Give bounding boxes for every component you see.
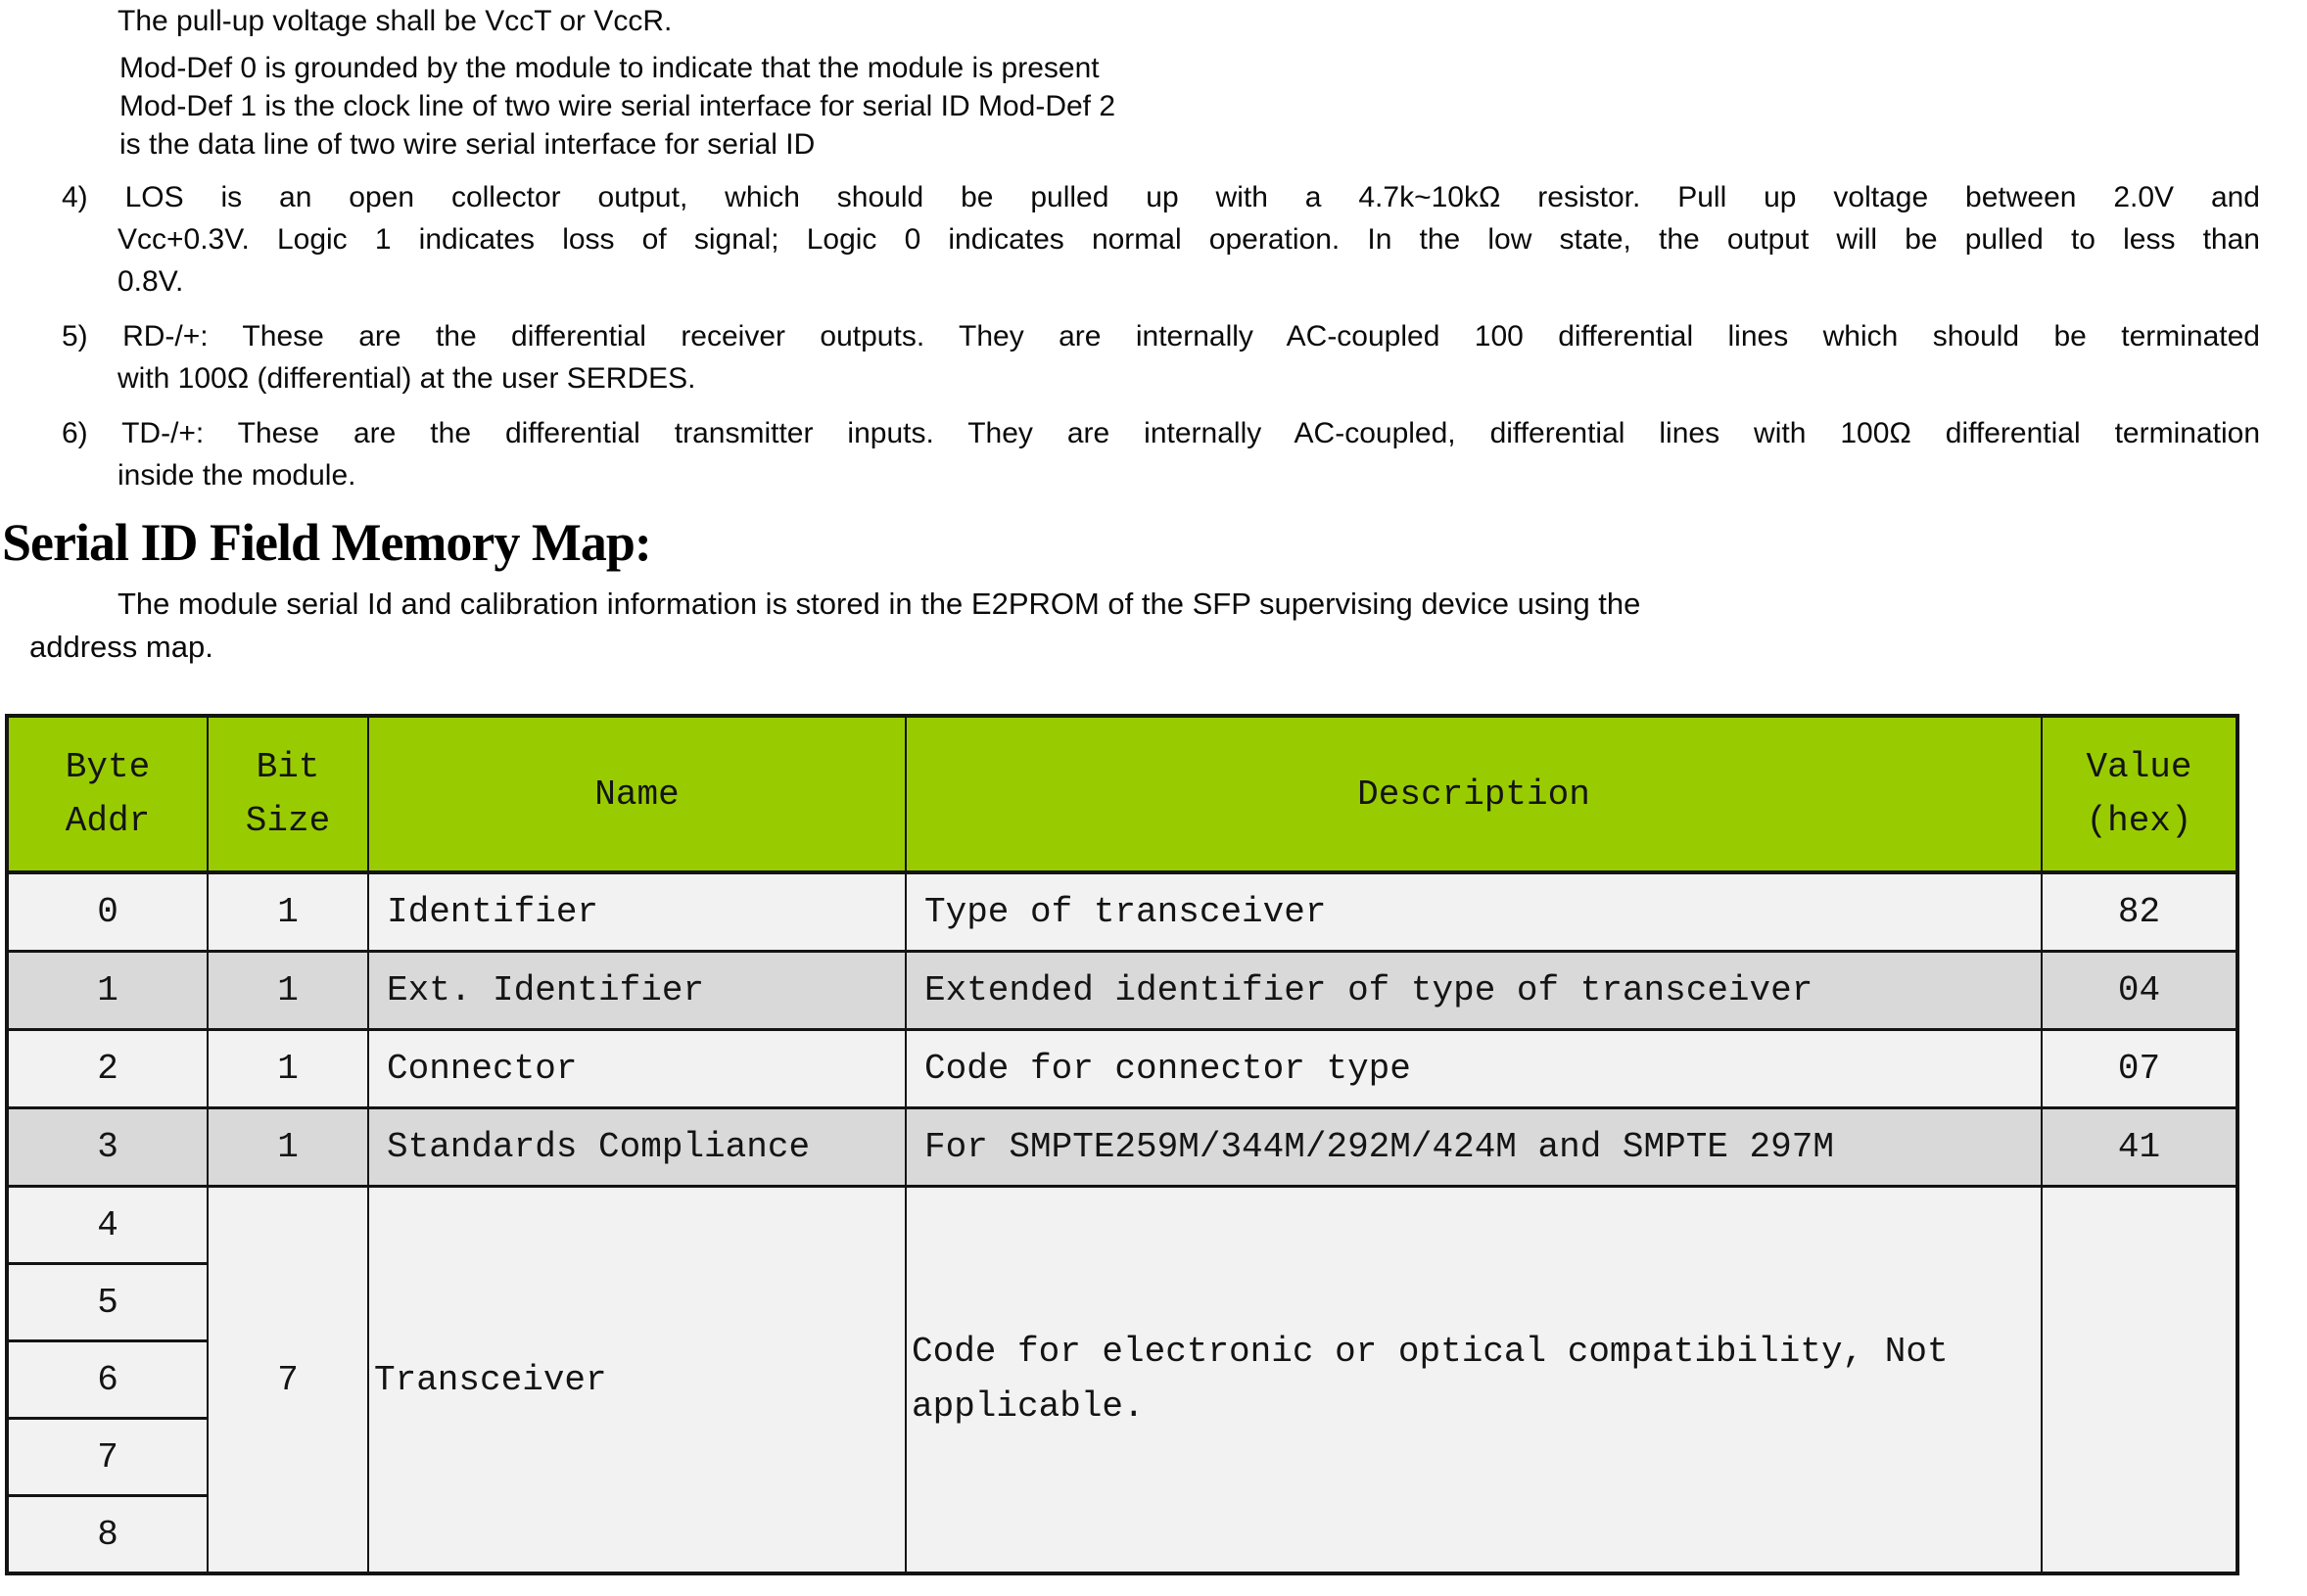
note-item-4-los: 4) LOS is an open collector output, whic… (0, 176, 2260, 303)
table-row: 1 1 Ext. Identifier Extended identifier … (6, 950, 2238, 1031)
notes-section: The pull-up voltage shall be VccT or Vcc… (0, 0, 2307, 496)
table-row: 4 7 Transceiver Code for electronic or o… (6, 1185, 2238, 1575)
text-line: 0.8V. (118, 265, 184, 298)
cell-bit-size: 1 (207, 1028, 369, 1109)
cell-byte-addr: 8 (6, 1494, 209, 1575)
cell-byte-addr: 1 (6, 950, 209, 1031)
cell-bit-size-merged: 7 (207, 1185, 369, 1575)
cell-byte-addr: 6 (6, 1339, 209, 1420)
cell-name: Standards Compliance (367, 1106, 907, 1188)
col-header-byte-addr: Byte Addr (6, 714, 209, 874)
cell-description: For SMPTE259M/344M/292M/424M and SMPTE 2… (905, 1106, 2043, 1188)
cell-name: Ext. Identifier (367, 950, 907, 1031)
text-line: with 100Ω (differential) at the user SER… (118, 362, 696, 395)
text-line: Mod-Def 0 is grounded by the module to i… (119, 52, 1100, 84)
cell-value: 82 (2041, 870, 2238, 953)
cell-byte-addr: 3 (6, 1106, 209, 1188)
cell-description: Code for connector type (905, 1028, 2043, 1109)
note-moddef-block: Mod-Def 0 is grounded by the module to i… (119, 49, 2260, 164)
table-row: 6 (6, 1339, 2237, 1420)
table-row: 0 1 Identifier Type of transceiver 82 (6, 870, 2238, 953)
cell-byte-addr: 7 (6, 1417, 209, 1497)
intro-paragraph: The module serial Id and calibration inf… (0, 583, 2307, 669)
table-row: 3 1 Standards Compliance For SMPTE259M/3… (6, 1106, 2238, 1188)
table-row: 5 (6, 1262, 2237, 1342)
text-line: The module serial Id and calibration inf… (118, 587, 1641, 621)
text-line: Vcc+0.3V. Logic 1 indicates loss of sign… (118, 223, 2260, 256)
cell-value-merged (2041, 1185, 2238, 1575)
text-line: 5) RD-/+: These are the differential rec… (62, 320, 2260, 352)
cell-description: Extended identifier of type of transceiv… (905, 950, 2043, 1031)
cell-description: Type of transceiver (905, 870, 2043, 953)
cell-value: 41 (2041, 1106, 2238, 1188)
note-item-6-td: 6) TD-/+: These are the differential tra… (0, 412, 2260, 496)
section-title: Serial ID Field Memory Map: (2, 513, 652, 572)
text-line: 6) TD-/+: These are the differential tra… (62, 417, 2260, 449)
table-header-row: Byte Addr Bit Size Name Description Valu… (6, 714, 2238, 874)
cell-bit-size: 1 (207, 950, 369, 1031)
col-header-bit-size: Bit Size (207, 714, 369, 874)
cell-byte-addr: 5 (6, 1262, 209, 1342)
cell-value: 07 (2041, 1028, 2238, 1109)
text-line: 4) LOS is an open collector output, whic… (62, 181, 2260, 213)
text-line: Mod-Def 1 is the clock line of two wire … (119, 90, 1116, 122)
cell-name-merged: Transceiver (367, 1185, 907, 1575)
col-header-description: Description (905, 714, 2043, 874)
col-header-value-hex: Value (hex) (2041, 714, 2238, 874)
text-line: address map. (29, 630, 213, 664)
table-row: 8 (6, 1494, 2237, 1575)
col-header-name: Name (367, 714, 907, 874)
text-line: is the data line of two wire serial inte… (119, 128, 816, 161)
note-pullup-voltage: The pull-up voltage shall be VccT or Vcc… (118, 5, 673, 37)
serial-id-memory-map-table: Byte Addr Bit Size Name Description Valu… (5, 714, 2239, 1575)
cell-value: 04 (2041, 950, 2238, 1031)
cell-byte-addr: 2 (6, 1028, 209, 1109)
text-line: inside the module. (118, 459, 356, 492)
cell-byte-addr: 4 (6, 1185, 209, 1265)
cell-bit-size: 1 (207, 1106, 369, 1188)
cell-bit-size: 1 (207, 870, 369, 953)
cell-name: Identifier (367, 870, 907, 953)
cell-name: Connector (367, 1028, 907, 1109)
table-row: 2 1 Connector Code for connector type 07 (6, 1028, 2238, 1109)
table-row: 7 (6, 1417, 2237, 1497)
cell-description-merged: Code for electronic or optical compatibi… (905, 1185, 2043, 1575)
note-item-5-rd: 5) RD-/+: These are the differential rec… (0, 315, 2260, 399)
cell-byte-addr: 0 (6, 870, 209, 953)
